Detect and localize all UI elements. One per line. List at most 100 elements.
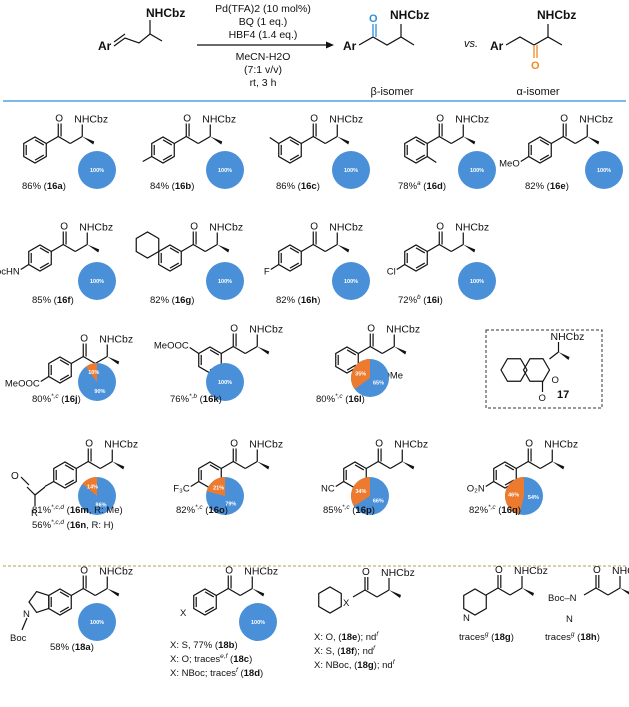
pie-16c-beta-label: 100% — [344, 168, 358, 174]
caption-18f: X: S, (18f); ndf — [314, 645, 376, 657]
pie-16m: 14%86% — [78, 477, 116, 515]
pie-16k-beta-slice — [206, 363, 244, 401]
caption-16a: 86% (16a) — [22, 181, 66, 192]
molecule-16p-carbonyl-o: O — [375, 439, 383, 450]
pie-16h-beta-slice — [332, 262, 370, 300]
caption-16b: 84% (16b) — [150, 181, 194, 192]
condition-catalyst: Pd(TFA)2 (10 mol%) — [215, 3, 311, 15]
alpha-nhcbz-label: NHCbz — [537, 8, 576, 22]
pie-16a-beta-slice — [78, 151, 116, 189]
caption-18g: tracesg (18g) — [459, 631, 514, 643]
pie-16f-beta-slice — [78, 262, 116, 300]
caption-16m: 81%*,c,d (16m, R: Me) — [32, 504, 123, 516]
molecule-16o-carbonyl-o: O — [230, 439, 238, 450]
caption-16o: 82%*,c (16o) — [176, 504, 228, 516]
molecule-16d-nhcbz-label: NHCbz — [455, 114, 489, 126]
pie-18b-beta-label: 100% — [251, 620, 265, 626]
condition-acid: HBF4 (1.4 eq.) — [229, 29, 298, 41]
molecule-16c-nhcbz-label: NHCbz — [329, 114, 363, 126]
pie-16b-beta-slice — [206, 151, 244, 189]
molecule-18b-ring: X — [180, 608, 187, 619]
beta-carbonyl-o: O — [369, 13, 378, 25]
pie-16j: 10% 90% — [78, 363, 116, 401]
molecule-18g-chain-carbonyl-o: O — [495, 565, 503, 576]
molecule-16q-para-substituent: O₂N — [467, 484, 485, 495]
molecule-16g-fused-ring — [135, 231, 160, 259]
pie-16g: 100% — [206, 262, 244, 300]
molecule-16h-carbonyl-o: O — [310, 222, 318, 233]
molecule-16m-acyl-o: O — [11, 471, 19, 482]
molecule-18g-n: N — [463, 613, 470, 624]
reaction-conditions: Pd(TFA)2 (10 mol%) BQ (1 eq.) HBF4 (1.4 … — [197, 3, 334, 89]
pie-16e-beta-label: 100% — [597, 168, 611, 174]
condition-ratio: (7:1 v/v) — [244, 64, 282, 76]
pie-18a-beta-slice — [78, 603, 116, 641]
pie-16l-beta-label: 65% — [373, 380, 384, 386]
pie-16i: 100% — [458, 262, 496, 300]
pie-16i-beta-slice — [458, 262, 496, 300]
pie-16q-beta-label: 54% — [528, 495, 539, 501]
molecule-18e-ring: X — [318, 586, 350, 614]
caption-18d: X: NBoc; tracesf (18d) — [170, 667, 263, 679]
molecule-16e-carbonyl-o: O — [560, 114, 568, 125]
molecule-16p-nhcbz-label: NHCbz — [394, 439, 428, 451]
molecule-16a-carbonyl-o: O — [55, 114, 63, 125]
pie-16i-beta-label: 100% — [470, 279, 484, 285]
pie-16j-alpha-label: 10% — [88, 370, 99, 376]
beta-nhcbz-label: NHCbz — [390, 8, 429, 22]
molecule-16p-para-substituent: NC — [321, 484, 335, 495]
pie-16f: 100% — [78, 262, 116, 300]
molecule-18h-n2: N — [566, 614, 573, 625]
molecule-16c-carbonyl-o: O — [310, 114, 318, 125]
molecule-16d-carbonyl-o: O — [436, 114, 444, 125]
molecule-16k-nhcbz-label: NHCbz — [249, 324, 283, 336]
molecule-16e-para-substituent: MeO — [499, 159, 520, 170]
pie-16g-beta-slice — [206, 262, 244, 300]
molecule-16i-carbonyl-o: O — [436, 222, 444, 233]
pie-16p-beta-label: 66% — [373, 499, 384, 505]
caption-16e: 82% (16e) — [525, 181, 569, 192]
molecule-16g-carbonyl-o: O — [190, 222, 198, 233]
pie-16e: 100% — [585, 151, 623, 189]
compound-17-ring-o: O — [552, 375, 559, 386]
pie-16q-alpha-slice — [504, 477, 524, 515]
pie-18b-beta-slice — [239, 603, 277, 641]
pie-16e-beta-slice — [585, 151, 623, 189]
molecule-16q-nhcbz-label: NHCbz — [544, 439, 578, 451]
pie-16p-alpha-slice — [351, 477, 370, 507]
molecule-16c: O NHCbz — [269, 114, 363, 164]
caption-16n: 56%*,c,d (16n, R: H) — [32, 519, 114, 531]
molecule-16l-carbonyl-o: O — [367, 324, 375, 335]
molecule-16m-acyl: OR — [11, 471, 46, 519]
alpha-ar-label: Ar — [490, 39, 504, 53]
molecule-18e-chain-carbonyl-o: O — [362, 567, 370, 578]
molecule-16f: ONHCbzBocHN — [0, 222, 113, 278]
molecule-16a-nhcbz-label: NHCbz — [74, 114, 108, 126]
molecule-16i-para-substituent: Cl — [387, 267, 396, 278]
pie-16k: 100% — [206, 363, 244, 401]
molecule-16j-carbonyl-o: O — [80, 334, 88, 345]
compound-17-carbonyl-o: O — [539, 393, 546, 404]
molecule-18b-carbonyl-o: O — [225, 566, 233, 577]
molecule-16q-carbonyl-o: O — [525, 439, 533, 450]
pie-16j-alpha-slice — [85, 363, 97, 382]
pie-16o-alpha-label: 21% — [213, 486, 224, 492]
pie-16h: 100% — [332, 262, 370, 300]
molecule-16o-nhcbz-label: NHCbz — [249, 439, 283, 451]
molecule-16f-para-substituent: BocHN — [0, 267, 20, 278]
molecule-16b-nhcbz-label: NHCbz — [202, 114, 236, 126]
pie-18a: 100% — [78, 603, 116, 641]
beta-isomer-structure: Ar O NHCbz β-isomer — [343, 8, 429, 98]
yield-captions: 86% (16a)84% (16b)86% (16c)78%a (16d)82%… — [22, 180, 600, 679]
pie-16j-beta-label: 90% — [94, 389, 105, 395]
pie-16m-alpha-label: 14% — [87, 485, 98, 491]
molecule-16o-para-substituent: F₃C — [173, 484, 190, 495]
vs-label: vs. — [464, 38, 478, 50]
